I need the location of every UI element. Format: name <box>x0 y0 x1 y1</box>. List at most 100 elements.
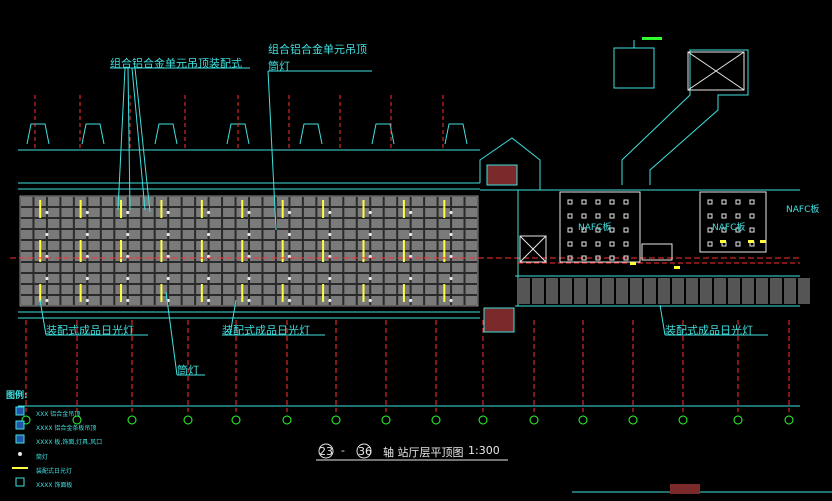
floor-panel <box>784 278 796 304</box>
title-axis-circle <box>318 443 334 459</box>
ceiling-panel <box>330 252 343 261</box>
ceiling-panel <box>223 241 235 250</box>
ceiling-panel <box>330 285 343 294</box>
ceiling-panel <box>344 285 356 294</box>
ceiling-panel <box>411 219 424 228</box>
leader-line <box>165 291 178 376</box>
downlight <box>247 298 251 303</box>
ceiling-panel <box>303 219 316 228</box>
ceiling-panel <box>182 241 195 250</box>
ceiling-panel <box>223 296 235 305</box>
axis-bubble <box>431 415 441 425</box>
ceiling-light <box>567 213 573 219</box>
ceiling-panel <box>263 296 275 305</box>
downlight <box>85 298 89 303</box>
ceiling-panel <box>330 208 343 217</box>
downlight <box>368 232 372 237</box>
ceiling-panel <box>425 230 437 239</box>
downlight <box>409 254 413 259</box>
ceiling-light <box>595 213 601 219</box>
leader-line <box>229 299 237 336</box>
ceiling-panel <box>47 296 60 305</box>
ceiling-panel <box>142 208 154 217</box>
floor-panel <box>574 278 586 304</box>
stair-block <box>486 164 518 186</box>
downlight <box>449 210 453 215</box>
ceiling-panel <box>155 219 168 228</box>
ceiling-panel <box>371 230 383 239</box>
axis-bubble <box>678 415 688 425</box>
ceiling-panel <box>290 285 302 294</box>
leader-line <box>134 67 151 213</box>
ceiling-panel <box>384 274 397 283</box>
ceiling-panel <box>223 252 235 261</box>
ceiling-panel <box>88 219 100 228</box>
ceiling-panel <box>88 285 100 294</box>
ceiling-panel <box>155 274 168 283</box>
ceiling-light <box>609 227 615 233</box>
ceiling-panel <box>276 263 289 272</box>
ceiling-panel <box>182 230 195 239</box>
ceiling-light <box>735 227 741 233</box>
ceiling-panel <box>47 241 60 250</box>
floor-panel <box>532 278 544 304</box>
downlight <box>449 276 453 281</box>
ceiling-panel <box>438 274 451 283</box>
ceiling-panel <box>452 208 464 217</box>
ceiling-panel <box>250 241 262 250</box>
ceiling-panel <box>250 285 262 294</box>
ceiling-panel <box>128 285 141 294</box>
ceiling-panel <box>411 296 424 305</box>
ceiling-panel <box>47 219 60 228</box>
downlight <box>328 276 332 281</box>
downlight <box>247 276 251 281</box>
ceiling-panel <box>452 296 464 305</box>
ceiling-panel <box>263 263 275 272</box>
drawing-title: 轴 站厅层平顶图 <box>383 446 464 459</box>
ceiling-panel <box>330 263 343 272</box>
ceiling-light <box>623 255 629 261</box>
legend-item: 筒灯 <box>36 454 49 461</box>
ceiling-panel <box>115 263 127 272</box>
ceiling-panel <box>371 285 383 294</box>
downlight <box>449 254 453 259</box>
downlight <box>328 298 332 303</box>
ceiling-light <box>609 213 615 219</box>
ceiling-light <box>721 199 727 205</box>
legend-symbol <box>15 406 25 416</box>
ceiling-light <box>749 227 755 233</box>
ceiling-panel <box>209 296 222 305</box>
ceiling-panel <box>61 230 73 239</box>
equipment-square <box>519 235 547 263</box>
ceiling-panel <box>88 252 100 261</box>
ceiling-panel <box>88 197 100 206</box>
annotation-aluminum-ceiling: 组合铝合金单元吊顶 <box>268 43 367 56</box>
downlight <box>368 254 372 259</box>
ceiling-panel <box>101 241 114 250</box>
ceiling-panel <box>128 241 141 250</box>
equipment-box <box>613 47 655 89</box>
ceiling-light <box>609 241 615 247</box>
downlight <box>409 298 413 303</box>
ceiling-panel <box>74 230 87 239</box>
ceiling-panel <box>317 274 329 283</box>
ceiling-panel <box>74 263 87 272</box>
ceiling-panel <box>209 274 222 283</box>
downlight <box>287 232 292 237</box>
ceiling-panel <box>223 274 235 283</box>
ceiling-panel <box>209 230 222 239</box>
floor-panel <box>756 278 768 304</box>
annotation-downlight-bottom: 筒灯 <box>177 364 199 377</box>
ceiling-panel <box>371 274 383 283</box>
ceiling-panel <box>330 241 343 250</box>
axis-bubble <box>231 415 241 425</box>
ceiling-panel <box>317 219 329 228</box>
ceiling-panel <box>209 197 222 206</box>
downlight <box>409 232 413 237</box>
ceiling-panel <box>411 230 424 239</box>
ceiling-light <box>707 213 713 219</box>
ceiling-light <box>623 213 629 219</box>
stair-block-lower <box>483 307 515 333</box>
ceiling-panel <box>384 285 397 294</box>
downlight <box>126 210 130 215</box>
